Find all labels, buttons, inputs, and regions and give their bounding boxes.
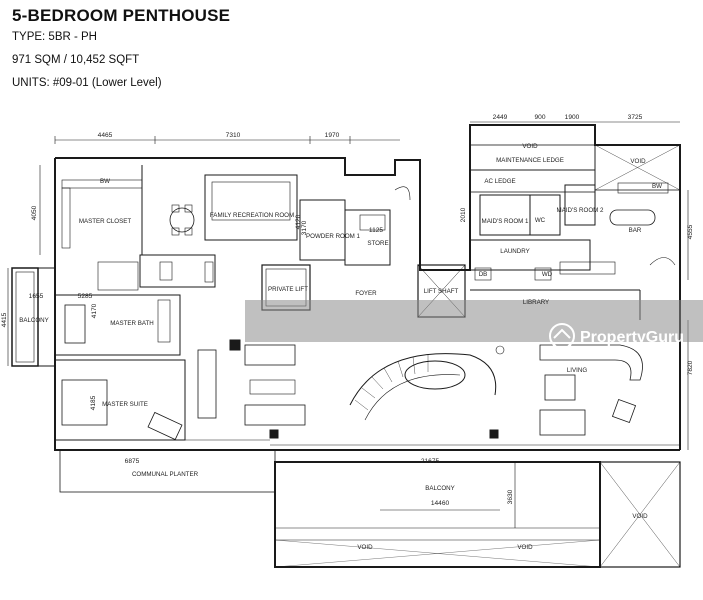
label-void-top: VOID <box>630 158 646 165</box>
label-db: DB <box>479 271 488 278</box>
label-balcony-left: BALCONY <box>19 317 49 324</box>
label-bw-right: BW <box>652 183 662 190</box>
label-store: STORE <box>367 240 388 247</box>
label-library: LIBRARY <box>523 299 549 306</box>
dim-4555: 4555 <box>687 224 694 239</box>
dim-4050: 4050 <box>31 205 38 220</box>
dim-6875: 6875 <box>125 458 140 465</box>
label-communal-planter: COMMUNAL PLANTER <box>132 471 199 478</box>
dim-5285: 5285 <box>78 293 93 300</box>
area-line: 971 SQM / 10,452 SQFT <box>12 54 140 66</box>
label-master-suite: MASTER SUITE <box>102 401 148 408</box>
dim-14460: 14460 <box>431 500 450 507</box>
label-bw: BW <box>100 178 110 185</box>
label-wc: WC <box>535 217 546 224</box>
label-void-bottom-1: VOID <box>357 544 373 551</box>
watermark-logo-icon <box>549 323 575 349</box>
units-line: UNITS: #09-01 (Lower Level) <box>12 77 162 89</box>
label-master-bath: MASTER BATH <box>110 320 154 327</box>
dim-1900: 1900 <box>565 114 580 121</box>
label-maids-room-2: MAID'S ROOM 2 <box>557 207 604 214</box>
dim-2010: 2010 <box>460 207 467 222</box>
dim-7820: 7820 <box>687 360 694 375</box>
dim-4465: 4465 <box>98 132 113 139</box>
label-powder-room: POWDER ROOM 1 <box>306 233 361 240</box>
label-living: LIVING <box>567 367 587 374</box>
label-void-ledge: VOID <box>522 143 538 150</box>
dim-1655: 1655 <box>29 293 44 300</box>
dim-7310: 7310 <box>226 132 241 139</box>
dim-3725: 3725 <box>628 114 643 121</box>
label-wd: WD <box>542 271 553 278</box>
label-foyer: FOYER <box>355 290 377 297</box>
label-private-lift: PRIVATE LIFT <box>268 286 308 293</box>
dim-2449: 2449 <box>493 114 508 121</box>
dim-900: 900 <box>534 114 545 121</box>
dim-3630: 3630 <box>507 489 514 504</box>
label-void-right: VOID <box>632 513 648 520</box>
label-laundry: LAUNDRY <box>500 248 529 255</box>
label-family-recreation: FAMILY RECREATION ROOM <box>210 212 294 219</box>
label-void-bottom-2: VOID <box>517 544 533 551</box>
label-master-closet: MASTER CLOSET <box>79 218 131 225</box>
type-line: TYPE: 5BR - PH <box>12 31 97 43</box>
dim-1125: 1125 <box>369 227 384 234</box>
dim-4170: 4170 <box>91 303 98 318</box>
label-balcony-main: BALCONY <box>425 485 455 492</box>
dim-3170: 3170 <box>301 220 308 235</box>
plan-title: 5-BEDROOM PENTHOUSE <box>12 6 231 25</box>
label-ac-ledge: AC LEDGE <box>484 178 515 185</box>
dim-21675: 21675 <box>421 458 440 465</box>
label-lift-shaft: LIFT SHAFT <box>424 288 459 295</box>
dim-1970: 1970 <box>325 132 340 139</box>
watermark-text: PropertyGuru <box>580 329 684 346</box>
watermark-band <box>245 300 703 342</box>
dim-4415: 4415 <box>1 312 8 327</box>
label-maids-room-1: MAID'S ROOM 1 <box>482 218 529 225</box>
dim-4185: 4185 <box>90 395 97 410</box>
dim-4120: 4120 <box>295 214 302 229</box>
label-bar: BAR <box>629 227 642 234</box>
label-maintenance-ledge: MAINTENANCE LEDGE <box>496 157 564 164</box>
